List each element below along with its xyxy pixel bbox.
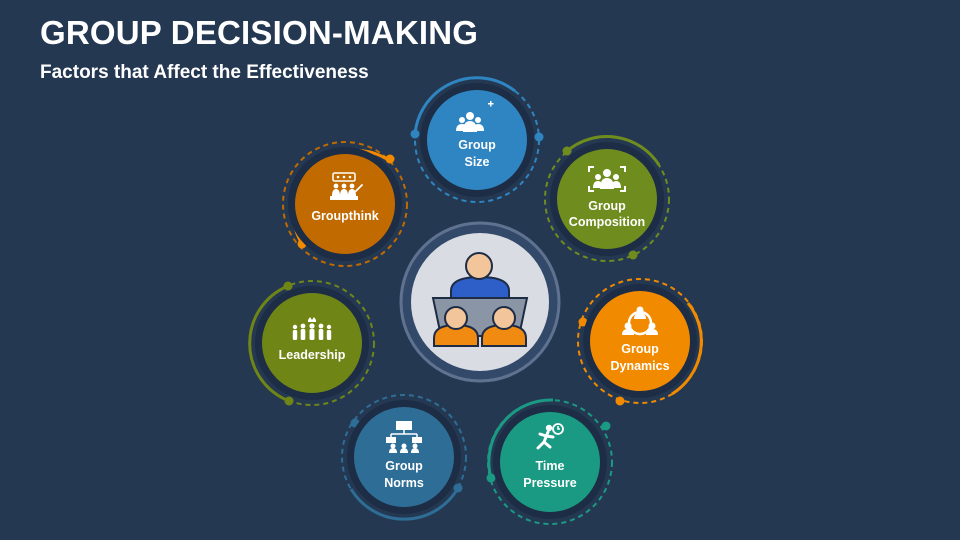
- meeting-people-icon: [431, 252, 529, 347]
- factor-label-line2: Pressure: [523, 476, 577, 490]
- factor-label-line2: Norms: [384, 476, 424, 490]
- factor-label-line2: Dynamics: [610, 359, 669, 373]
- factor-label-line1: Group: [588, 199, 626, 213]
- crowned-team-icon: [292, 317, 332, 340]
- factor-group-norms: Group Norms: [341, 394, 467, 521]
- factor-label-line1: Groupthink: [311, 209, 378, 223]
- factor-label-line1: Group: [385, 459, 423, 473]
- ring-dot: [601, 421, 611, 431]
- factor-group-dynamics: Group Dynamics: [577, 278, 703, 406]
- factor-label-line2: Size: [464, 155, 489, 169]
- group-add-icon: [456, 101, 494, 132]
- presenter-audience-icon: [330, 172, 363, 200]
- factor-time-pressure: Time Pressure: [486, 398, 613, 525]
- ring-dot: [615, 396, 625, 406]
- factor-label-line2: Composition: [569, 215, 645, 229]
- slide-subtitle: Factors that Affect the Effectiveness: [40, 62, 369, 83]
- factor-label-line1: Group: [458, 138, 496, 152]
- factor-leadership: Leadership: [248, 280, 375, 406]
- ring-dot: [628, 250, 638, 260]
- ring-dot: [578, 317, 588, 327]
- network-people-icon: [622, 306, 658, 336]
- center-node: [399, 221, 561, 383]
- factor-groupthink: Groupthink: [282, 141, 408, 267]
- ring-dot: [486, 473, 496, 483]
- factor-group-composition: Group Composition: [544, 135, 670, 262]
- factor-group-size: Group Size: [410, 76, 544, 203]
- factor-label-line1: Group: [621, 342, 659, 356]
- runner-clock-icon: [536, 423, 564, 450]
- factor-label-line1: Leadership: [279, 348, 346, 362]
- slide-title: GROUP DECISION-MAKING: [40, 14, 479, 51]
- ring-dot: [534, 132, 544, 142]
- ring-dot: [385, 154, 395, 164]
- team-frame-icon: [588, 166, 626, 192]
- ring-dot: [562, 146, 572, 156]
- factor-label-line1: Time: [536, 459, 565, 473]
- ring-dot: [453, 483, 463, 493]
- ring-dot: [283, 281, 293, 291]
- ring-dot: [410, 129, 420, 139]
- ring-dot: [284, 396, 294, 406]
- rules-hierarchy-icon: [386, 421, 422, 453]
